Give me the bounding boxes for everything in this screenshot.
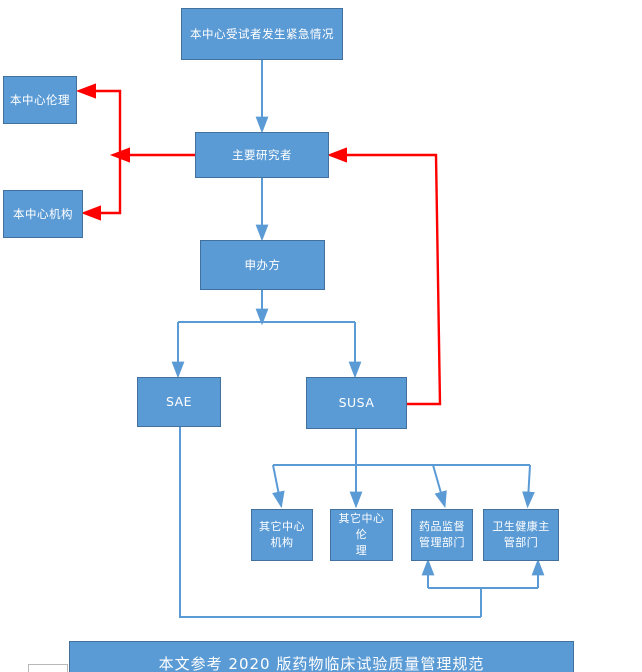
corner-stub-decoration	[28, 664, 68, 672]
node-principal-investigator[interactable]: 主要研究者	[195, 132, 329, 178]
edge-bus-to-drug-admin	[432, 464, 447, 509]
node-health-admin[interactable]: 卫生健康主 管部门	[483, 509, 559, 561]
node-emergency[interactable]: 本中心受试者发生紧急情况	[181, 8, 343, 60]
edge-bus-to-health-admin	[522, 464, 535, 509]
caption-text: 本文参考 2020 版药物临床试验质量管理规范	[158, 654, 485, 672]
node-other-center-org-label: 其它中心 机构	[259, 520, 305, 549]
node-sponsor[interactable]: 申办方	[200, 240, 325, 290]
node-drug-admin-label: 药品监督 管理部门	[419, 520, 465, 549]
node-emergency-label: 本中心受试者发生紧急情况	[190, 26, 334, 41]
edge-susa-to-pi	[326, 147, 442, 406]
edge-pi-to-local-ethics	[75, 83, 122, 155]
node-other-center-ethics-label: 其它中心伦 理	[338, 512, 385, 557]
node-health-admin-label: 卫生健康主 管部门	[492, 520, 550, 549]
node-susa-label: SUSA	[338, 394, 375, 410]
node-principal-investigator-label: 主要研究者	[232, 147, 292, 162]
node-sponsor-label: 申办方	[244, 257, 281, 272]
node-local-ethics-label: 本中心伦理	[10, 92, 70, 107]
caption-bar: 本文参考 2020 版药物临床试验质量管理规范	[69, 641, 574, 672]
node-local-org-label: 本中心机构	[13, 206, 73, 221]
node-other-center-ethics[interactable]: 其它中心伦 理	[330, 509, 393, 561]
edge-pi-to-local-org	[80, 155, 122, 221]
node-susa[interactable]: SUSA	[306, 377, 407, 429]
edge-bus-to-other-org	[272, 464, 285, 509]
node-other-center-org[interactable]: 其它中心 机构	[251, 509, 313, 561]
node-local-org[interactable]: 本中心机构	[3, 190, 83, 238]
node-drug-admin[interactable]: 药品监督 管理部门	[411, 509, 473, 561]
node-sae[interactable]: SAE	[137, 377, 221, 427]
node-local-ethics[interactable]: 本中心伦理	[3, 76, 77, 124]
node-sae-label: SAE	[165, 393, 193, 409]
